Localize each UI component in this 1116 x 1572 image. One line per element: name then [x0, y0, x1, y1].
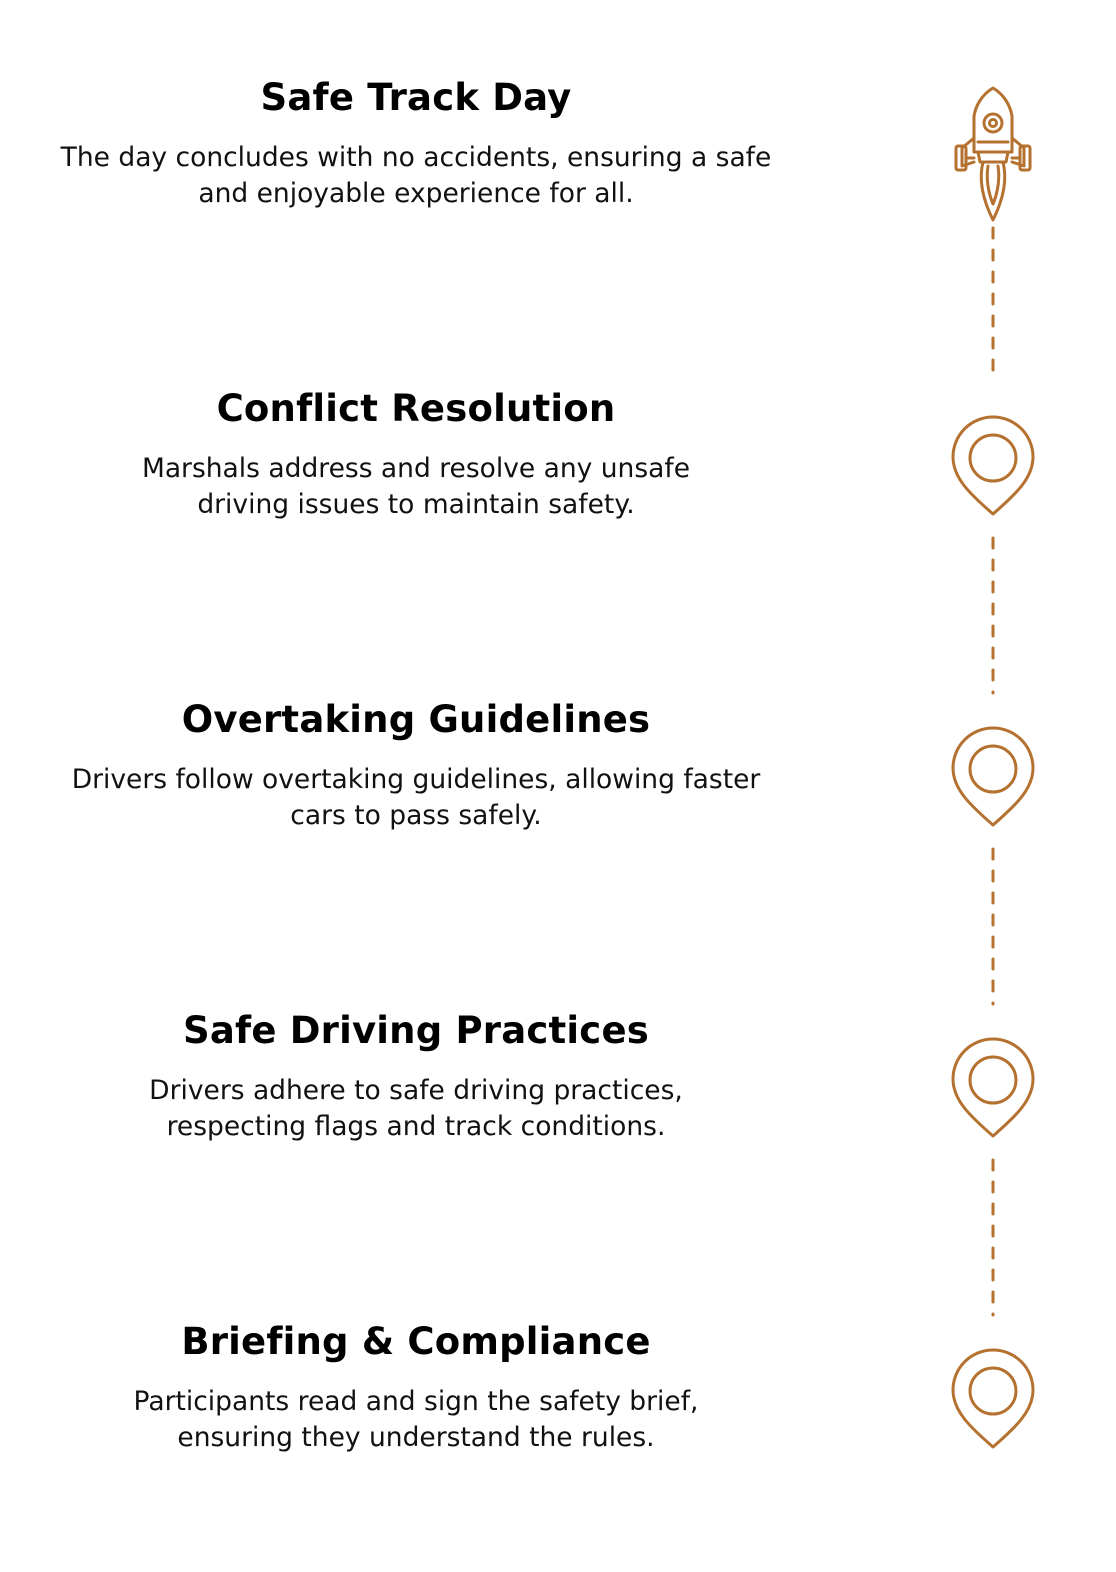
step-description: Marshals address and resolve any unsafe …: [141, 453, 691, 520]
step-safe-track-day: Safe Track Day The day concludes with no…: [40, 76, 792, 212]
map-pin-icon: [951, 1348, 1035, 1449]
step-title: Safe Driving Practices: [183, 1009, 649, 1052]
step-overtaking-guidelines: Overtaking Guidelines Drivers follow ove…: [40, 698, 792, 834]
step-description: Drivers follow overtaking guidelines, al…: [71, 764, 761, 831]
map-pin-icon: [951, 415, 1035, 516]
step-description: The day concludes with no accidents, ens…: [60, 142, 772, 209]
step-title: Safe Track Day: [260, 76, 572, 119]
step-title: Overtaking Guidelines: [181, 698, 651, 741]
step-description: Participants read and sign the safety br…: [133, 1386, 699, 1453]
map-pin-icon: [951, 1037, 1035, 1138]
step-conflict-resolution: Conflict Resolution Marshals address and…: [40, 387, 792, 523]
step-description: Drivers adhere to safe driving practices…: [149, 1075, 683, 1142]
step-briefing-compliance: Briefing & Compliance Participants read …: [40, 1320, 792, 1456]
step-title: Briefing & Compliance: [181, 1320, 651, 1363]
step-title: Conflict Resolution: [216, 387, 616, 430]
step-safe-driving-practices: Safe Driving Practices Drivers adhere to…: [40, 1009, 792, 1145]
map-pin-icon: [951, 726, 1035, 827]
rocket-icon: [954, 86, 1032, 222]
